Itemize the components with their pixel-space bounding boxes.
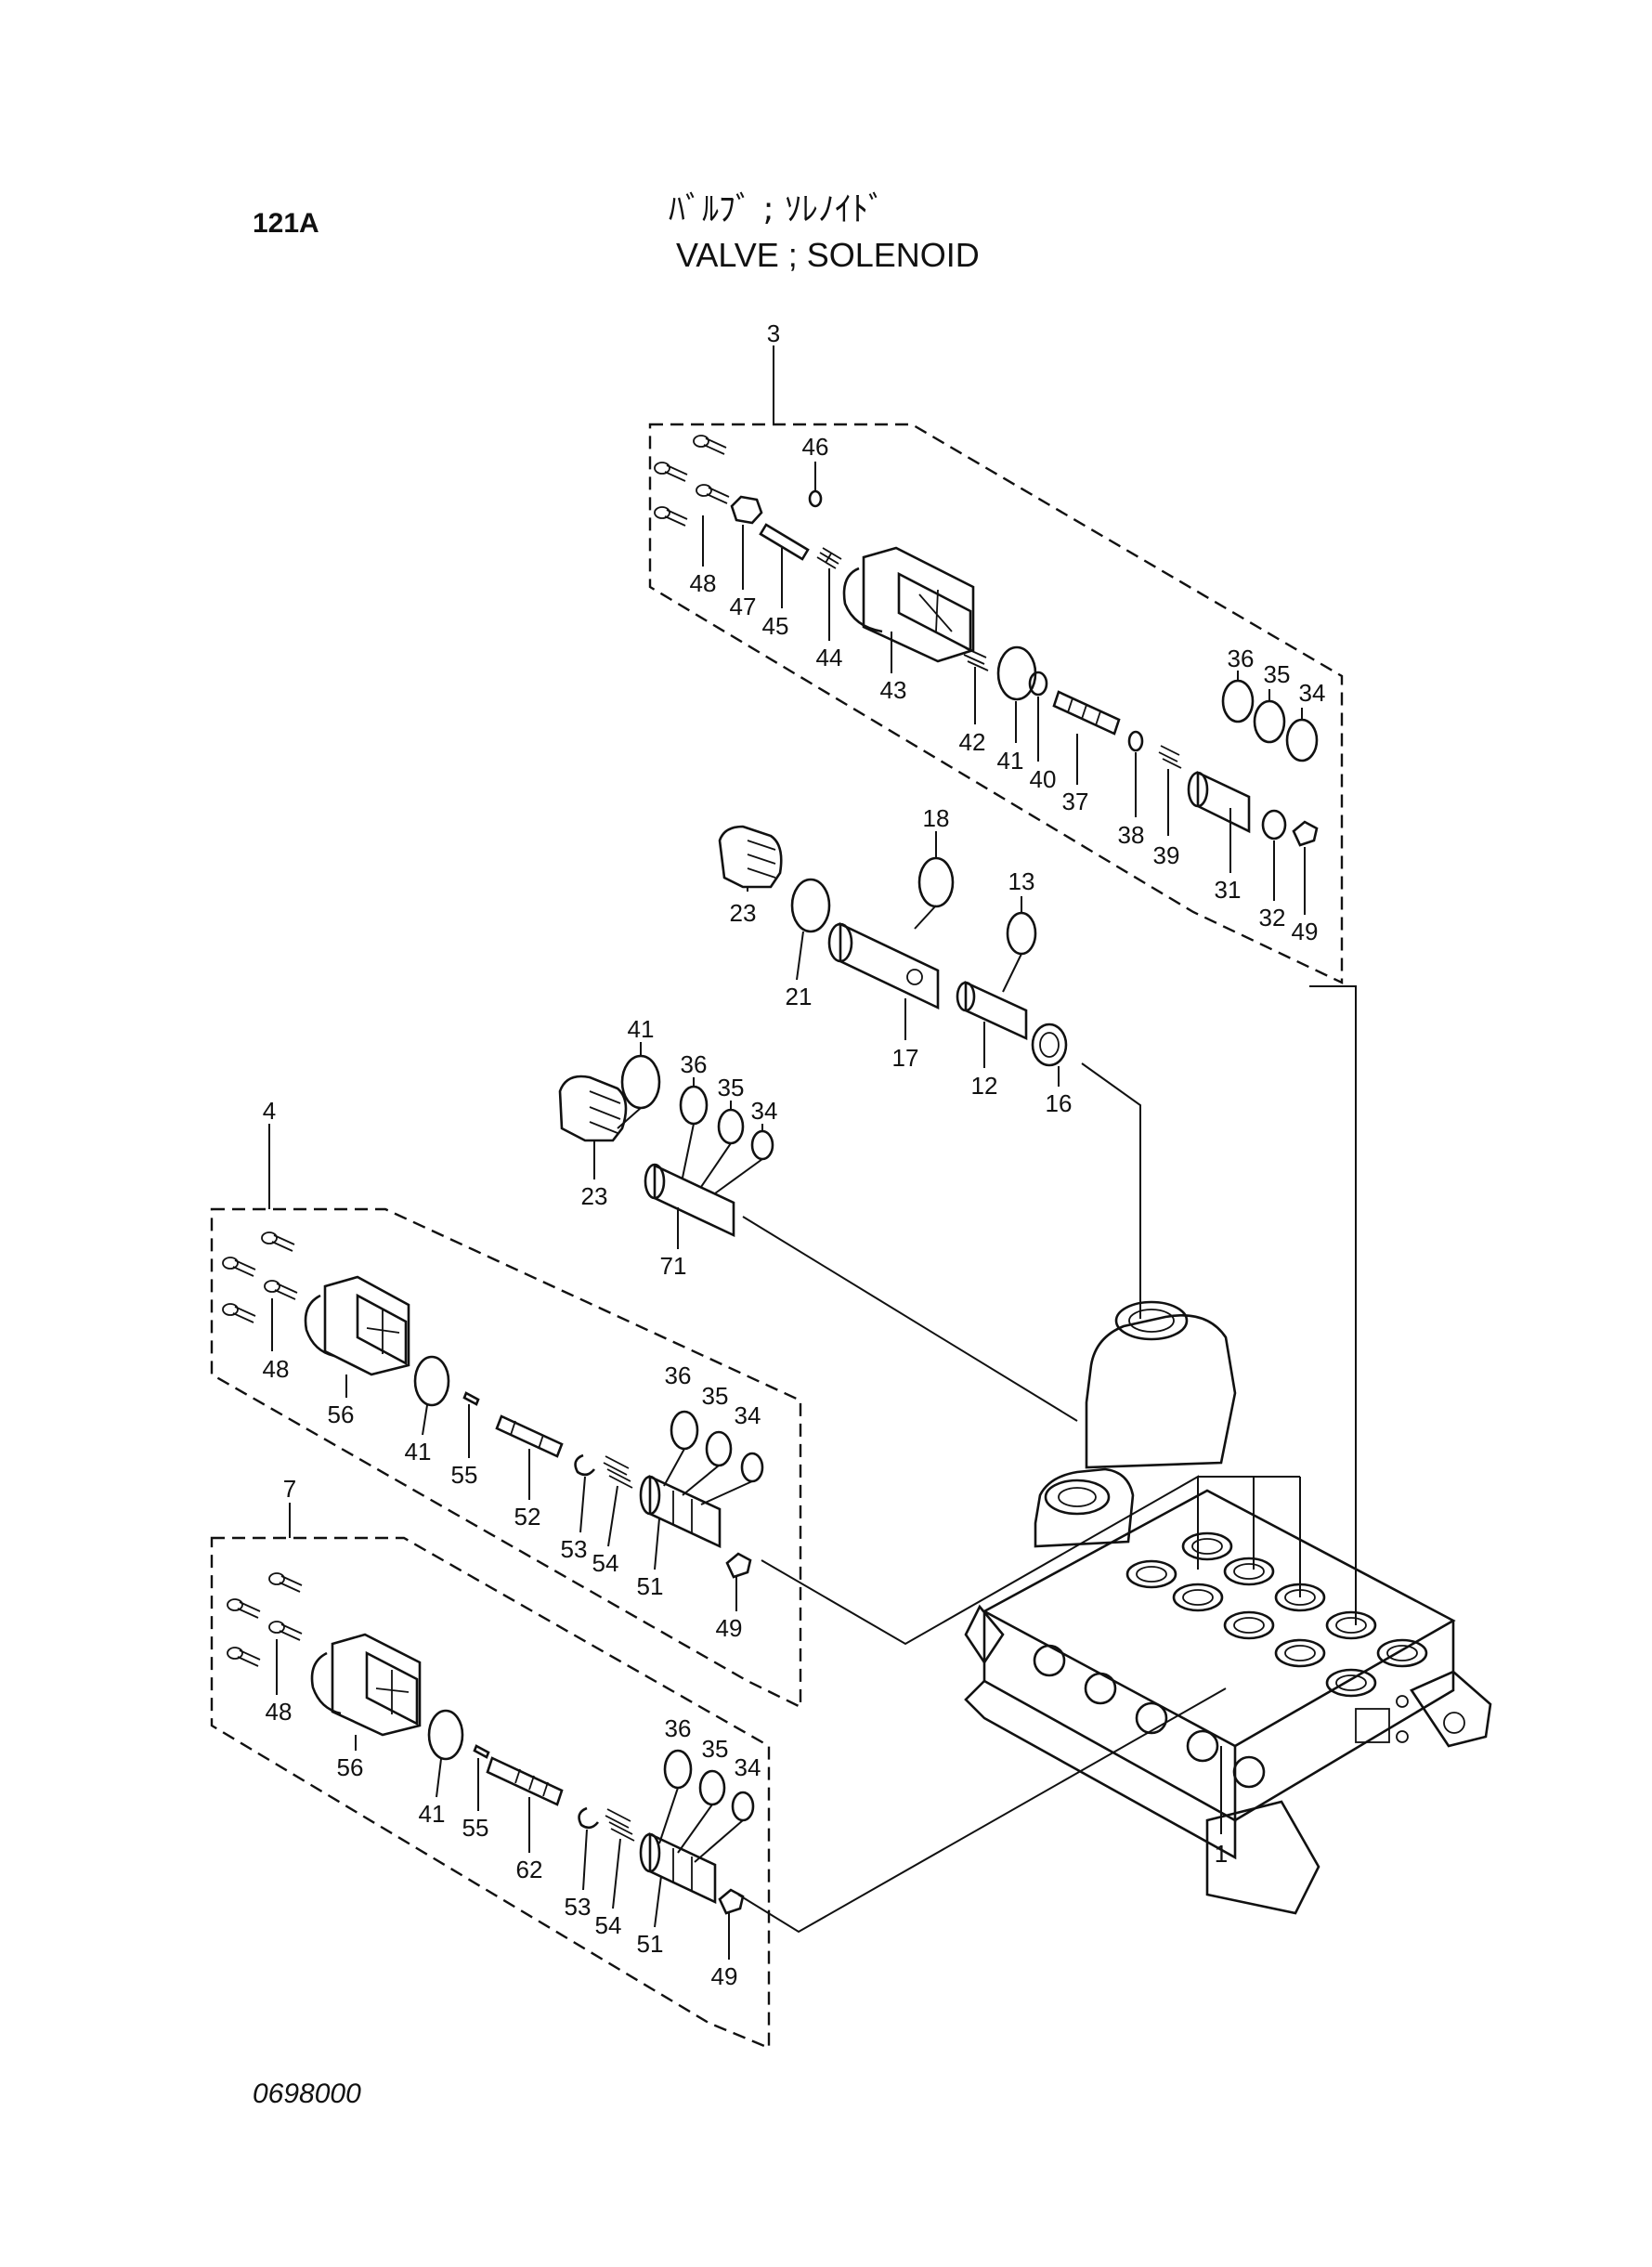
- leader-group4-to-body: [761, 1475, 1199, 1646]
- callout-17: 17: [892, 1044, 919, 1072]
- callout-41: 41: [997, 747, 1024, 775]
- leader-group7-to-body: [737, 1687, 1227, 1934]
- group-4-leaders: [271, 1298, 753, 1611]
- callout-55-g4: 55: [451, 1461, 478, 1489]
- title-english: VALVE ; SOLENOID: [676, 236, 980, 274]
- callout-36-g7: 36: [665, 1714, 692, 1742]
- callout-48-g7: 48: [266, 1698, 293, 1726]
- callout-34-g7: 34: [735, 1753, 761, 1781]
- callout-46: 46: [802, 433, 829, 461]
- callout-62-g7: 62: [516, 1856, 543, 1883]
- callout-53-g7: 53: [565, 1893, 592, 1921]
- callout-34-mid: 34: [751, 1097, 778, 1125]
- callout-3: 3: [767, 319, 780, 347]
- group-box-4: [210, 1207, 802, 1709]
- callout-23-mid: 23: [581, 1182, 608, 1210]
- callout-52-g4: 52: [514, 1503, 541, 1531]
- callout-7: 7: [283, 1475, 296, 1503]
- callout-35-mid: 35: [718, 1074, 745, 1101]
- callout-16: 16: [1046, 1089, 1073, 1117]
- callout-49-g7: 49: [711, 1962, 738, 1990]
- callout-36-g4: 36: [665, 1362, 692, 1389]
- leader-group3-to-body: [1309, 985, 1357, 1625]
- group-box-3: [648, 423, 1344, 984]
- callout-41-mid: 41: [628, 1015, 655, 1043]
- page-code: 121A: [253, 208, 319, 239]
- callout-55-g7: 55: [462, 1814, 489, 1842]
- callout-4: 4: [263, 1097, 276, 1125]
- callout-42: 42: [959, 728, 986, 756]
- callout-34: 34: [1299, 679, 1326, 707]
- callout-labels: 3 4 7 1 46 48 47 45 44 43 42 41 40 37 38…: [263, 319, 1326, 1990]
- callout-39: 39: [1153, 841, 1180, 869]
- callout-12: 12: [971, 1072, 998, 1100]
- valve-body: [964, 1300, 1492, 1915]
- callout-44: 44: [816, 644, 843, 671]
- callout-48-g4: 48: [263, 1355, 290, 1383]
- callout-35-g4: 35: [702, 1382, 729, 1410]
- callout-53-g4: 53: [561, 1535, 588, 1563]
- group-box-7: [210, 1536, 771, 2050]
- callout-56-g4: 56: [328, 1401, 355, 1428]
- group-3-parts: [654, 435, 1319, 847]
- callout-41-g4: 41: [405, 1438, 432, 1466]
- group-3-leaders: [702, 462, 1306, 915]
- callout-23-top: 23: [730, 899, 757, 927]
- callout-35: 35: [1264, 660, 1291, 688]
- callout-56-g7: 56: [337, 1753, 364, 1781]
- leader-16-to-body: [1081, 1062, 1141, 1319]
- callout-47: 47: [730, 593, 757, 620]
- callout-51-g4: 51: [637, 1572, 664, 1600]
- leader-71-to-body: [742, 1216, 1078, 1422]
- callout-38: 38: [1118, 821, 1145, 849]
- middle-leaders: [593, 831, 1060, 1249]
- group-7-parts: [227, 1572, 755, 1915]
- callout-36: 36: [1228, 645, 1255, 672]
- callout-49-g4: 49: [716, 1614, 743, 1642]
- callout-51-g7: 51: [637, 1930, 664, 1958]
- callout-48: 48: [690, 569, 717, 597]
- callout-1: 1: [1215, 1840, 1228, 1868]
- figure-code: 0698000: [253, 2078, 361, 2109]
- callout-21: 21: [786, 983, 813, 1010]
- callout-13: 13: [1008, 867, 1035, 895]
- group-4-parts: [222, 1231, 764, 1579]
- group-7-leaders: [276, 1639, 744, 1960]
- callout-34-g4: 34: [735, 1401, 761, 1429]
- callout-49: 49: [1292, 918, 1319, 945]
- callout-31: 31: [1215, 876, 1242, 904]
- callout-54-g7: 54: [595, 1911, 622, 1939]
- title-japanese: ﾊﾞﾙﾌﾞ ; ｿﾚﾉｲﾄﾞ: [669, 190, 886, 228]
- callout-45: 45: [762, 612, 789, 640]
- callout-71: 71: [660, 1252, 687, 1280]
- callout-18: 18: [923, 804, 950, 832]
- callout-36-mid: 36: [681, 1050, 708, 1078]
- callout-35-g7: 35: [702, 1735, 729, 1763]
- callout-32: 32: [1259, 904, 1286, 932]
- callout-41-g7: 41: [419, 1800, 446, 1828]
- callout-40: 40: [1030, 765, 1057, 793]
- callout-37: 37: [1062, 788, 1089, 815]
- callout-54-g4: 54: [592, 1549, 619, 1577]
- callout-43: 43: [880, 676, 907, 704]
